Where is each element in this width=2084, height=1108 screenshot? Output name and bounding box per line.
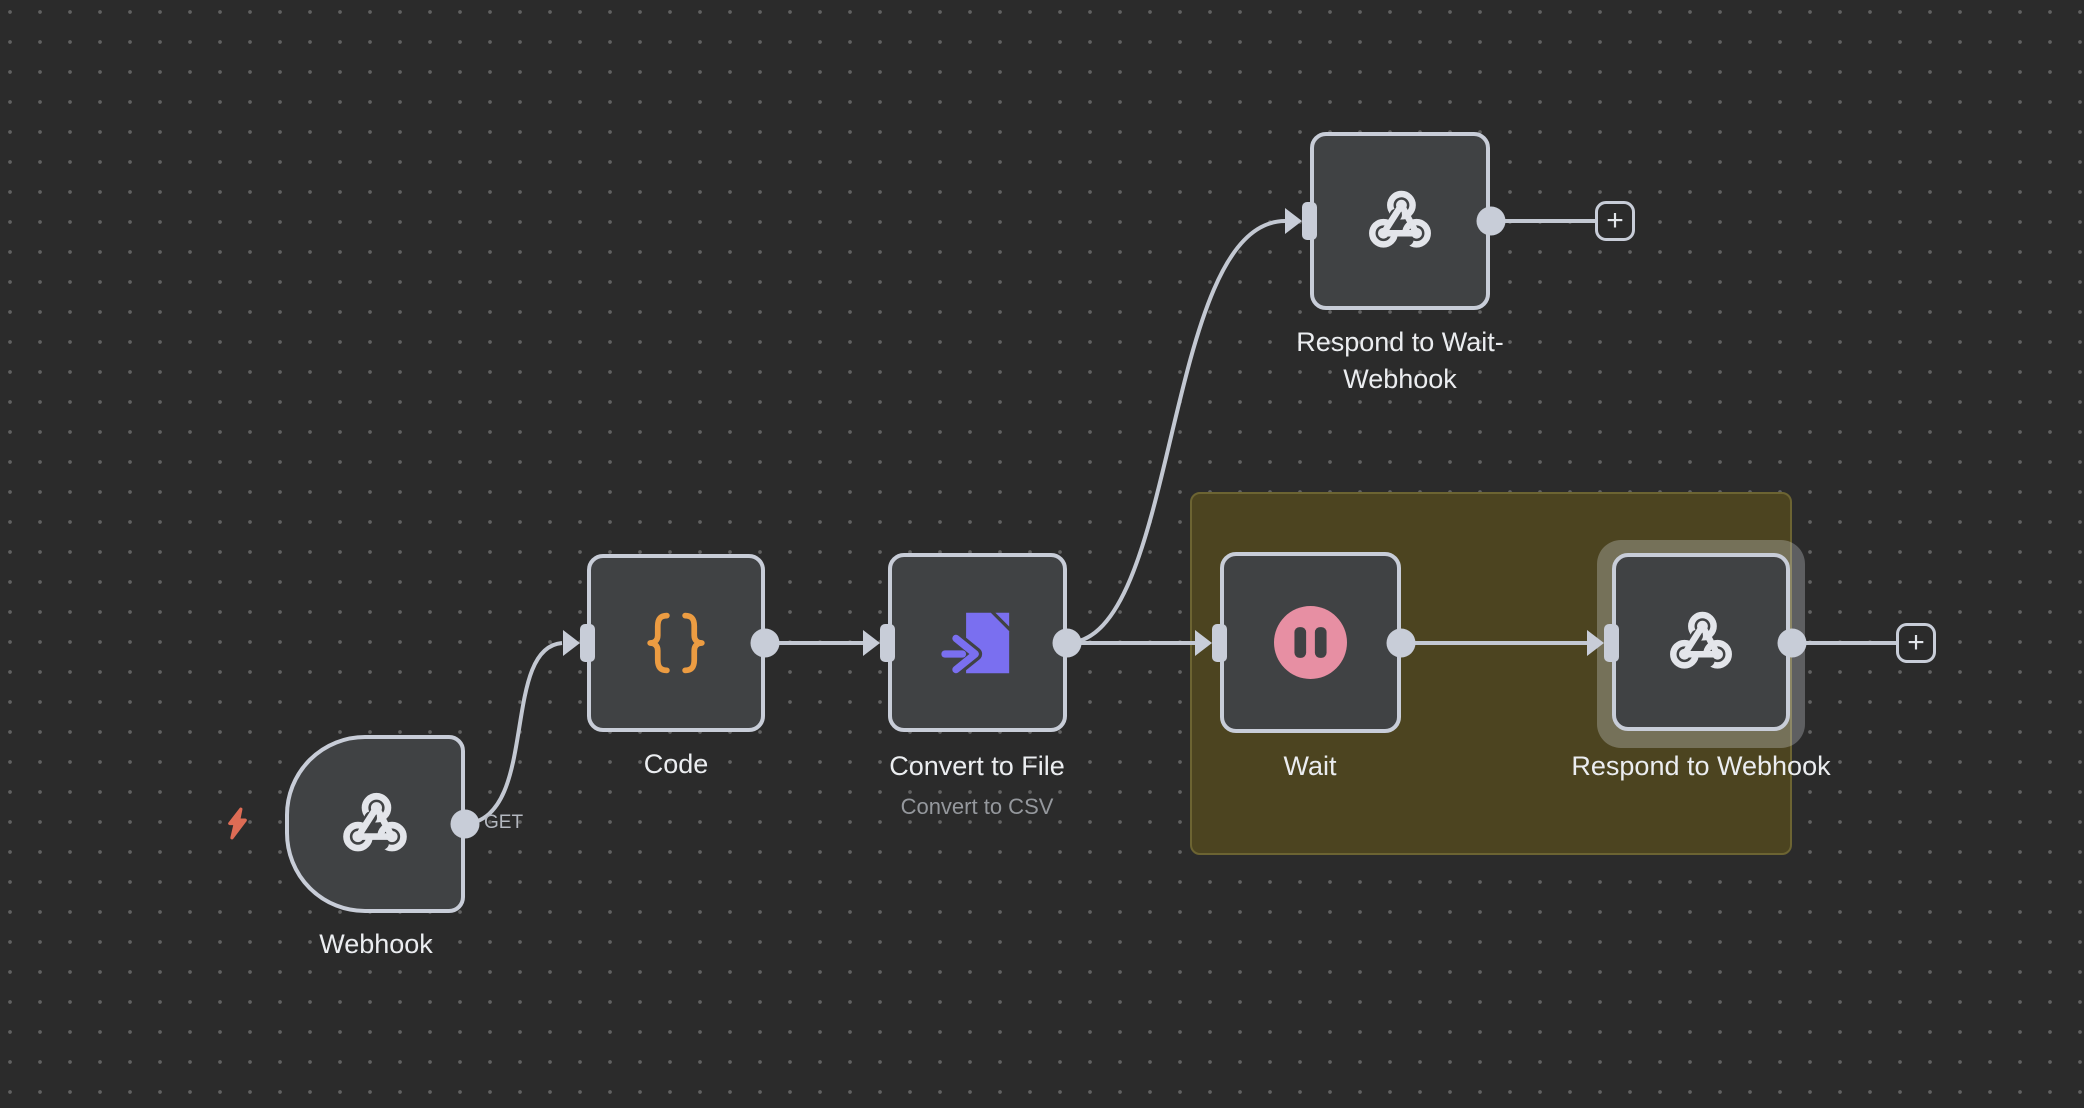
plus-icon: + <box>1907 626 1925 659</box>
add-node-button[interactable]: + <box>1595 201 1635 241</box>
code-braces-icon <box>638 605 714 681</box>
node-label-convert-to-file: Convert to File <box>889 751 1065 781</box>
pause-icon <box>1274 606 1347 679</box>
node-label-respond-to-wait-webhook: Respond to Wait-Webhook <box>1296 327 1504 394</box>
node-code[interactable] <box>587 554 765 732</box>
node-label-code: Code <box>643 749 709 779</box>
node-label-respond-to-webhook: Respond to Webhook <box>1571 751 1831 781</box>
node-convert-to-file[interactable] <box>888 553 1067 732</box>
node-label-wait: Wait <box>1283 751 1337 781</box>
node-respond-to-wait-webhook[interactable] <box>1310 132 1490 310</box>
node-respond-to-webhook[interactable] <box>1612 553 1790 731</box>
node-label-webhook: Webhook <box>319 929 433 959</box>
trigger-bolt-icon <box>228 807 247 840</box>
edge-arrow-icon <box>563 630 580 656</box>
node-webhook[interactable] <box>285 735 465 913</box>
node-wait[interactable] <box>1220 552 1401 733</box>
edge-arrow-icon <box>863 630 880 656</box>
edge-arrow-icon <box>1285 208 1302 234</box>
file-import-icon <box>934 599 1022 687</box>
webhook-icon <box>1665 606 1737 678</box>
connection-label-get: GET <box>484 812 524 833</box>
webhook-icon <box>338 787 412 861</box>
plus-icon: + <box>1606 204 1624 237</box>
node-sublabel-convert-to-csv: Convert to CSV <box>900 794 1054 819</box>
add-node-button[interactable]: + <box>1896 623 1936 663</box>
connection-webhook-code[interactable] <box>464 641 563 826</box>
webhook-icon <box>1364 185 1436 257</box>
